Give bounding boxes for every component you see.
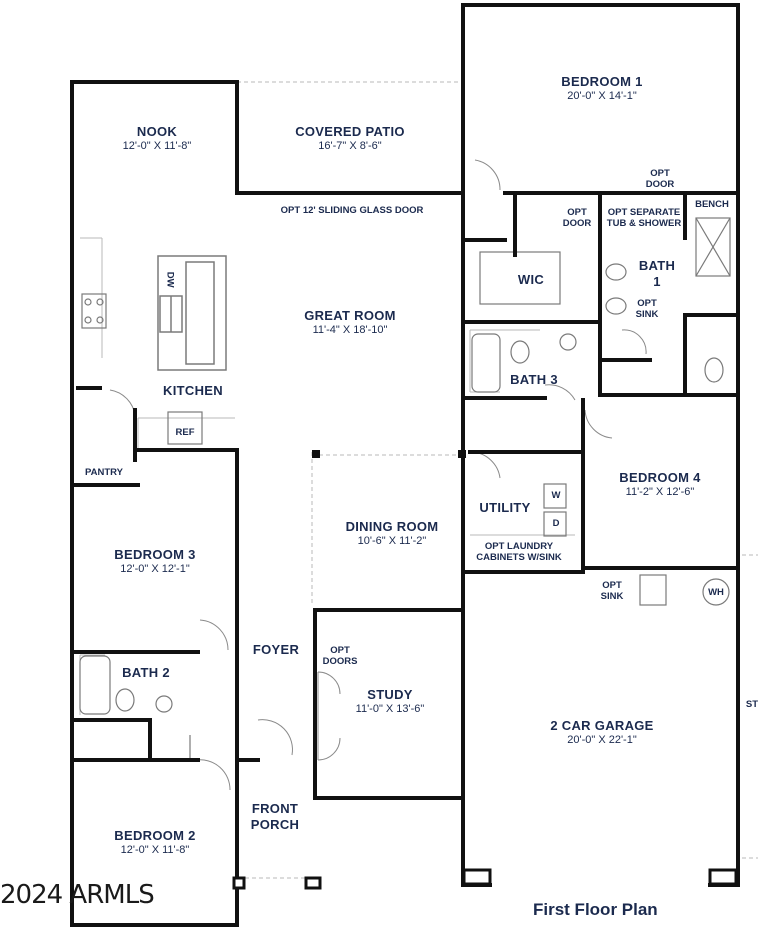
room-dimensions: 20'-0" X 14'-1"	[567, 90, 637, 103]
note-opt-separate-tub-shower: OPT SEPARATE TUB & SHOWER	[606, 207, 682, 230]
room-name: STUDY	[367, 687, 413, 702]
note-opt-sink-garage: OPT SINK	[600, 580, 624, 603]
room-kitchen: KITCHEN	[163, 383, 223, 399]
room-name: WIC	[517, 272, 545, 287]
room-name: UTILITY	[479, 500, 531, 515]
room-name: 2 CAR GARAGE	[550, 718, 654, 733]
room-dimensions: 10'-6" X 11'-2"	[357, 535, 427, 548]
room-dining-room: DINING ROOM 10'-6" X 11'-2"	[346, 519, 439, 549]
room-wic: WIC	[518, 272, 544, 288]
room-name: BEDROOM 2	[114, 828, 196, 843]
kitchen-island	[157, 255, 227, 371]
room-name: BATH 3	[510, 372, 558, 387]
note-opt-sink-bath-1: OPT SINK	[635, 298, 659, 321]
room-name: KITCHEN	[163, 383, 223, 398]
note-opt-door-wic: OPT DOOR	[562, 207, 592, 230]
room-name: DINING ROOM	[345, 519, 439, 534]
fixtures	[79, 217, 731, 758]
note-sliding-glass-door: OPT 12' SLIDING GLASS DOOR	[280, 205, 424, 216]
note-refrigerator: REF	[175, 427, 195, 438]
room-bedroom-3: BEDROOM 3 12'-0" X 12'-1"	[114, 547, 195, 577]
door-swings	[109, 159, 647, 791]
room-name: BEDROOM 3	[114, 547, 196, 562]
room-nook: NOOK 12'-0" X 11'-8"	[123, 124, 192, 154]
room-bath-3: BATH 3	[510, 372, 558, 388]
room-name-line-2: 1	[653, 274, 661, 290]
room-dimensions: 11'-4" X 18'-10"	[312, 324, 388, 337]
note-opt-doors-study: OPT DOORS	[322, 645, 358, 668]
room-name: BEDROOM 4	[619, 470, 701, 485]
note-bench: BENCH	[695, 199, 729, 210]
room-dimensions: 11'-0" X 13'-6"	[355, 703, 425, 716]
copyright-watermark: 2024 ARMLS	[0, 880, 155, 910]
room-bath-2: BATH 2	[122, 665, 170, 681]
room-name: BEDROOM 1	[561, 74, 643, 89]
room-covered-patio: COVERED PATIO 16'-7" X 8'-6"	[295, 124, 405, 154]
room-name: NOOK	[136, 124, 178, 139]
room-name: FOYER	[252, 642, 300, 657]
room-dimensions: 12'-0" X 12'-1"	[120, 563, 190, 576]
room-name: BATH	[638, 258, 676, 273]
note-dryer: D	[552, 518, 560, 529]
room-dimensions: 12'-0" X 11'-8"	[122, 140, 192, 153]
room-name: FRONT	[251, 801, 299, 816]
note-pantry: PANTRY	[85, 467, 123, 478]
room-bath-1: BATH 1	[639, 258, 675, 291]
room-dimensions: 16'-7" X 8'-6"	[318, 140, 382, 153]
room-name: COVERED PATIO	[295, 124, 405, 139]
room-study: STUDY 11'-0" X 13'-6"	[356, 687, 425, 717]
room-dimensions: 12'-0" X 11'-8"	[120, 844, 190, 857]
room-name: GREAT ROOM	[304, 308, 396, 323]
note-water-heater: WH	[708, 587, 724, 598]
walls	[70, 3, 740, 927]
room-2-car-garage: 2 CAR GARAGE 20'-0" X 22'-1"	[550, 718, 653, 748]
room-dimensions: 11'-2" X 12'-6"	[625, 486, 695, 499]
room-name: BATH 2	[122, 665, 170, 680]
post-markers	[232, 450, 738, 890]
room-great-room: GREAT ROOM 11'-4" X 18'-10"	[304, 308, 396, 338]
note-dishwasher: DW	[164, 271, 176, 288]
note-washer: W	[551, 490, 561, 501]
room-bedroom-4: BEDROOM 4 11'-2" X 12'-6"	[619, 470, 700, 500]
plan-title: First Floor Plan	[533, 900, 658, 919]
room-utility: UTILITY	[479, 500, 530, 516]
note-opt-laundry-cabinets: OPT LAUNDRY CABINETS W/SINK	[476, 541, 562, 564]
room-bedroom-2: BEDROOM 2 12'-0" X 11'-8"	[114, 828, 195, 858]
note-st-cut: ST	[745, 699, 758, 710]
room-dimensions: 20'-0" X 22'-1"	[567, 734, 637, 747]
room-bedroom-1: BEDROOM 1 20'-0" X 14'-1"	[561, 74, 642, 104]
room-name-line-2: PORCH	[250, 817, 300, 833]
room-foyer: FOYER	[253, 642, 299, 658]
note-opt-door-bedroom-1: OPT DOOR	[645, 168, 675, 191]
room-front-porch: FRONT PORCH	[251, 801, 299, 834]
